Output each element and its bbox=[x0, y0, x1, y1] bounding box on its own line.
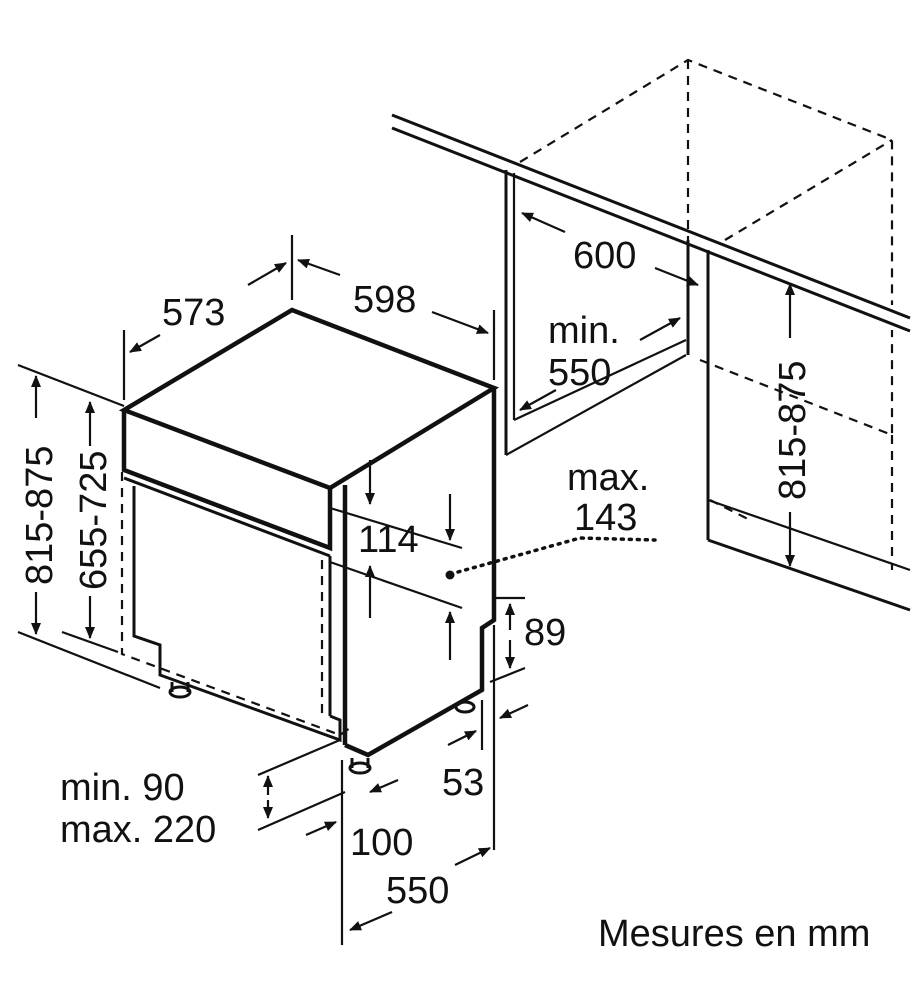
max-143-label: max. bbox=[567, 457, 649, 499]
foot-53-label: 53 bbox=[442, 762, 484, 804]
plinth-89-label: 89 bbox=[524, 612, 566, 654]
plinth-max-label: max. 220 bbox=[60, 809, 216, 851]
max-143-value: 143 bbox=[574, 497, 637, 539]
depth-573-label: 573 bbox=[162, 292, 225, 334]
niche-width-600-label: 600 bbox=[573, 235, 636, 277]
dim-100-label: 100 bbox=[350, 822, 413, 864]
height-right-label: 815-875 bbox=[772, 361, 814, 500]
height-left-outer-label: 815-875 bbox=[19, 446, 61, 585]
units-note: Mesures en mm bbox=[598, 913, 870, 955]
dimension-lines bbox=[17, 211, 795, 945]
height-left-inner-label: 655-725 bbox=[73, 451, 115, 590]
panel-114-label: 114 bbox=[358, 519, 419, 561]
niche-depth-min-label: min. bbox=[548, 310, 620, 352]
plinth-min-label: min. 90 bbox=[60, 767, 185, 809]
width-598-label: 598 bbox=[353, 279, 416, 321]
dim-550-label: 550 bbox=[386, 870, 449, 912]
niche-depth-min-value: 550 bbox=[548, 352, 611, 394]
kitchen-niche bbox=[391, 58, 911, 612]
dishwasher-body bbox=[118, 307, 500, 775]
